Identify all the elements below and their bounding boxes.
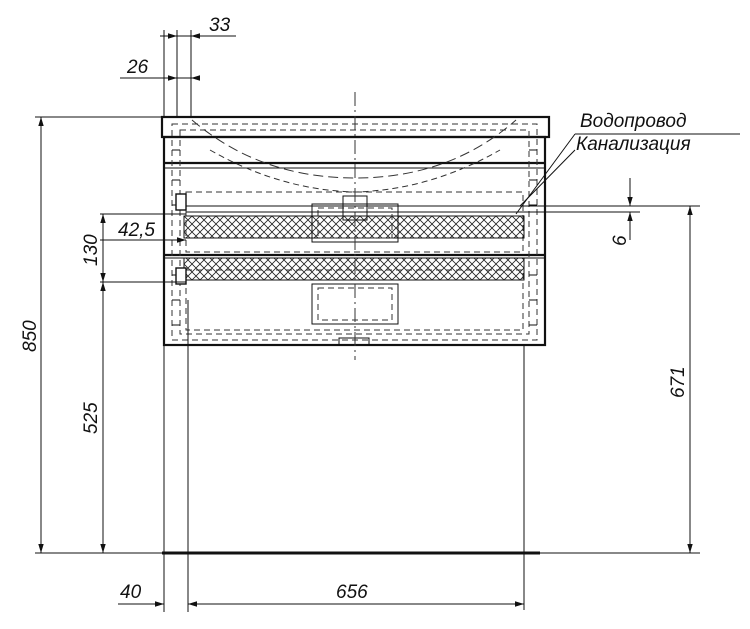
dim-left: 850 525 130 42,5	[20, 116, 186, 554]
cabinet	[160, 92, 551, 610]
dim-40-label: 40	[120, 582, 142, 603]
dim-42-5-label: 42,5	[118, 220, 155, 241]
dim-top: 33 26	[120, 15, 236, 117]
dim-33-label: 33	[209, 15, 231, 36]
dim-6-label: 6	[610, 235, 631, 246]
pipe-zone-hatch-lower	[183, 257, 525, 281]
dim-right: 671 6	[540, 178, 700, 554]
dim-671-label: 671	[668, 366, 689, 398]
dim-850-label: 850	[20, 320, 41, 352]
dim-130-label: 130	[81, 234, 102, 266]
callout-sewer: Канализация	[576, 134, 691, 155]
dim-26-label: 26	[126, 57, 149, 78]
drawer-handle	[338, 337, 370, 346]
callouts: Водопровод Канализация	[515, 111, 740, 215]
dim-bottom: 40 656	[118, 300, 524, 612]
pipe-zone-hatch	[183, 215, 525, 239]
callout-water-supply: Водопровод	[580, 111, 686, 132]
dim-656-label: 656	[336, 582, 368, 603]
dim-525-label: 525	[81, 402, 102, 434]
